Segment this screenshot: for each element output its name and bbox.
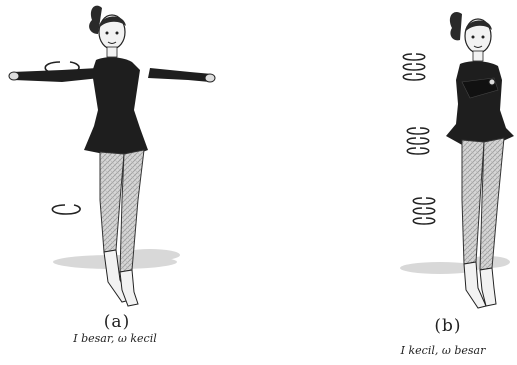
leotard-b	[446, 61, 514, 148]
skater-arms-folded	[400, 12, 514, 308]
legs-a	[100, 150, 144, 306]
head-a	[89, 6, 126, 57]
head-b	[450, 12, 492, 61]
rotation-arrow-icon	[403, 54, 435, 224]
panel-a-letter: (a)	[97, 312, 137, 332]
rotation-arrow-icon	[45, 62, 80, 214]
skater-arms-extended	[9, 6, 215, 306]
ground-shadow-b	[400, 256, 510, 274]
legs-b	[462, 138, 504, 308]
panel-a-caption: I besar, ω kecil	[40, 332, 190, 345]
leotard-a	[84, 57, 148, 158]
panel-b-letter: (b)	[428, 316, 468, 336]
panel-b-caption: I kecil, ω besar	[368, 344, 517, 357]
